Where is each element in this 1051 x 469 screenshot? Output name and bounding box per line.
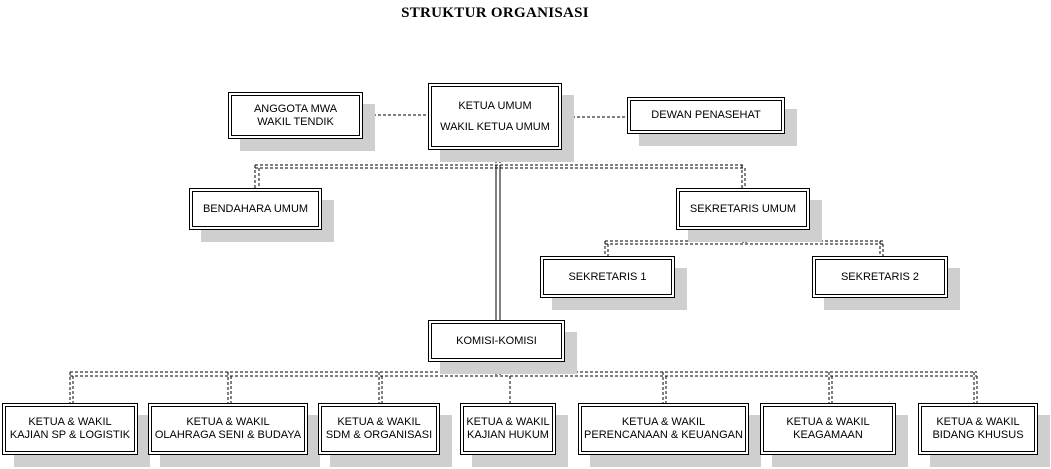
sdm-organisasi-label: SDM & ORGANISASI bbox=[325, 429, 433, 441]
ketua-wakil-label: KETUA & WAKIL bbox=[28, 416, 112, 428]
bendahara-umum-label: BENDAHARA UMUM bbox=[202, 202, 309, 215]
sekretaris-1-box: SEKRETARIS 1 bbox=[540, 256, 675, 298]
ketua-wakil-label: KETUA & WAKIL bbox=[786, 416, 870, 428]
komisi-komisi-label: KOMISI-KOMISI bbox=[456, 334, 537, 347]
komisi-komisi-box: KOMISI-KOMISI bbox=[428, 320, 565, 362]
bidang-khusus-label: BIDANG KHUSUS bbox=[932, 429, 1024, 441]
anggota-mwa-label: ANGGOTA MWA bbox=[253, 102, 338, 115]
ketua-wakil-label: KETUA & WAKIL bbox=[936, 416, 1020, 428]
ketua-umum-label: KETUA UMUM bbox=[458, 99, 532, 112]
dewan-penasehat-box: DEWAN PENASEHAT bbox=[627, 97, 785, 134]
keagamaan-label: KEAGAMAAN bbox=[793, 429, 863, 441]
kajian-sp-logistik-label: KAJIAN SP & LOGISTIK bbox=[9, 429, 131, 441]
chart-title: STRUKTUR ORGANISASI bbox=[401, 5, 589, 21]
kajian-hukum-label: KAJIAN HUKUM bbox=[467, 429, 549, 441]
ketua-umum-box: KETUA UMUM WAKIL KETUA UMUM bbox=[428, 83, 562, 150]
sekretaris-2-label: SEKRETARIS 2 bbox=[840, 270, 920, 283]
ketua-wakil-label: KETUA & WAKIL bbox=[186, 416, 270, 428]
sekretaris-umum-box: SEKRETARIS UMUM bbox=[676, 188, 810, 230]
sekretaris-1-label: SEKRETARIS 1 bbox=[568, 270, 647, 283]
sekretaris-umum-label: SEKRETARIS UMUM bbox=[689, 202, 797, 215]
sekretaris-2-box: SEKRETARIS 2 bbox=[812, 256, 948, 298]
ketua-wakil-label: KETUA & WAKIL bbox=[621, 416, 706, 428]
ketua-wakil-label: KETUA & WAKIL bbox=[337, 416, 421, 428]
wakil-ketua-umum-label: WAKIL KETUA UMUM bbox=[440, 120, 550, 133]
perencanaan-keuangan-label: PERENCANAAN & KEUANGAN bbox=[584, 429, 743, 441]
ketua-wakil-label: KETUA & WAKIL bbox=[466, 416, 550, 428]
wakil-tendik-label: WAKIL TENDIK bbox=[257, 115, 334, 128]
bendahara-umum-box: BENDAHARA UMUM bbox=[189, 188, 322, 230]
dewan-penasehat-label: DEWAN PENASEHAT bbox=[651, 109, 761, 121]
olahraga-seni-budaya-label: OLAHRAGA SENI & BUDAYA bbox=[154, 429, 302, 441]
